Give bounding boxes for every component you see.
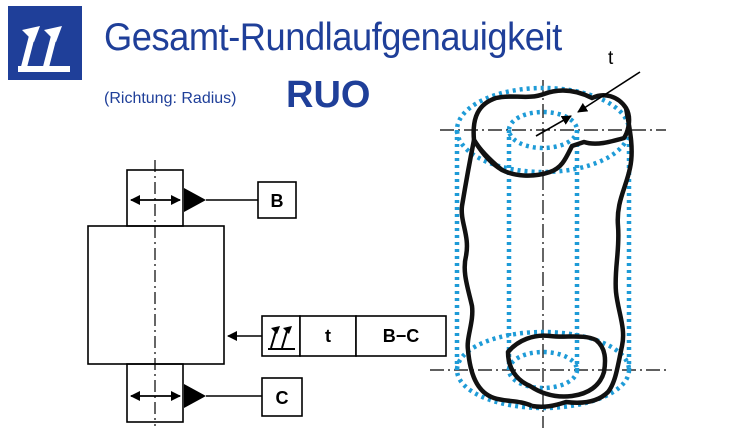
datum-c-label: C: [276, 388, 289, 408]
datum-b-box: [257, 181, 297, 219]
main-body: [87, 225, 225, 365]
total-runout-logo-icon: [8, 6, 82, 80]
tolerance-code: RUO: [286, 74, 371, 116]
datum-c-triangle: [184, 384, 206, 408]
inner-tolerance-cylinder: [506, 109, 580, 391]
direction-subtitle: (Richtung: Radius): [104, 90, 237, 107]
part-drawing: [87, 160, 225, 426]
datum-c-box: [261, 377, 303, 417]
datum-b-label: B: [271, 191, 284, 211]
frame-tolerance-label: t: [325, 326, 331, 346]
page-title: Gesamt-Rundlaufgenauigkeit: [104, 16, 562, 59]
zone-width-dimension: [535, 71, 641, 137]
datum-b-triangle: [184, 188, 206, 212]
frame-total-runout-icon: [268, 326, 295, 350]
frame-datum-reference: B−C: [383, 326, 420, 346]
actual-surface-outline: [459, 88, 634, 410]
zone-width-label: t: [608, 48, 614, 69]
datum-b-indicator: [130, 188, 258, 212]
datum-c-indicator: [130, 384, 262, 408]
